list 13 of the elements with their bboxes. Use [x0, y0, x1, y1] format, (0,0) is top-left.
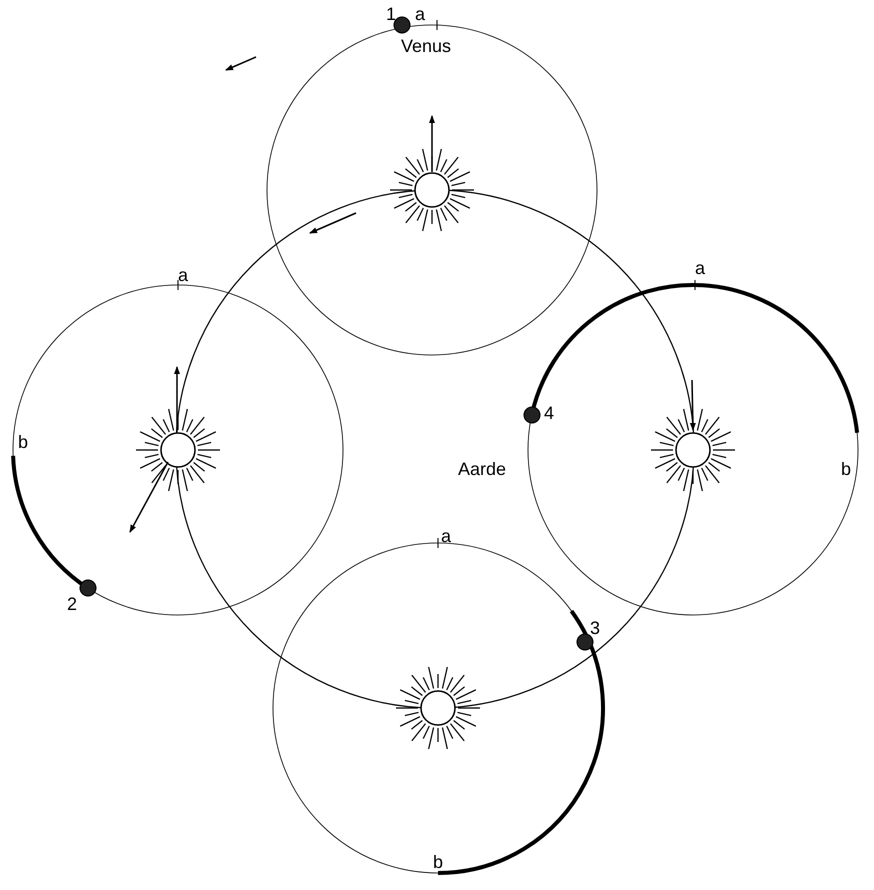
text-label: 2	[67, 595, 77, 613]
text-label: Aarde	[458, 460, 506, 478]
text-label: Venus	[400, 37, 452, 55]
text-label: 4	[544, 404, 554, 422]
text-label: a	[415, 5, 425, 23]
text-label: 1	[386, 5, 396, 23]
text-label: 3	[590, 619, 600, 637]
text-label: a	[178, 266, 188, 284]
text-label: b	[18, 433, 28, 451]
text-label: a	[695, 259, 705, 277]
text-label: b	[433, 853, 443, 871]
text-label: a	[441, 527, 451, 545]
text-label: b	[841, 460, 851, 478]
